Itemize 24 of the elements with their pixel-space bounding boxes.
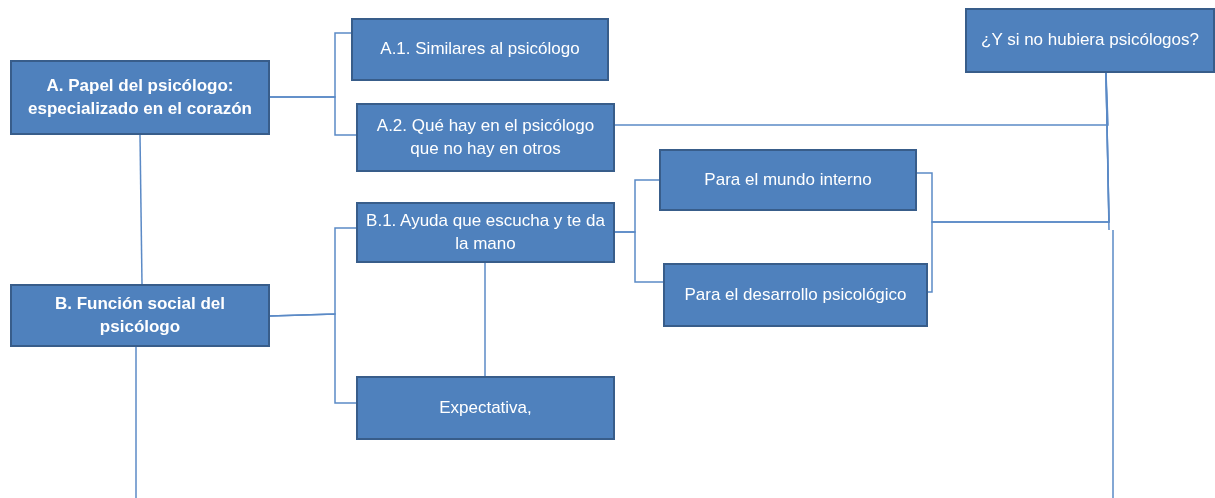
connector-line bbox=[269, 313, 357, 404]
connector-line bbox=[484, 262, 486, 377]
connector-line bbox=[614, 231, 664, 283]
topic-box bbox=[356, 103, 615, 172]
topic-box bbox=[663, 263, 928, 327]
topic-box bbox=[351, 18, 609, 81]
topic-text: B.1. Ayuda que escucha y te da la mano bbox=[366, 210, 605, 255]
topic-text: Para el mundo interno bbox=[704, 168, 872, 191]
topic-text: Expectativa, bbox=[439, 396, 532, 419]
connector-line bbox=[269, 96, 357, 136]
topic-box bbox=[659, 149, 917, 211]
topic-box bbox=[10, 60, 270, 135]
topic-text: Para el desarrollo psicológico bbox=[684, 283, 907, 306]
topic-text: A.2. Qué hay en el psicólogo que no hay en otros bbox=[375, 115, 596, 160]
topic-text: A. Papel del psicólogo: especializado en el corazón bbox=[27, 75, 253, 120]
connector-line bbox=[135, 346, 137, 498]
topic-box bbox=[965, 8, 1215, 73]
topic-text: A.1. Similares al psicólogo bbox=[380, 38, 580, 61]
connector-line bbox=[139, 134, 143, 285]
topic-text: B. Función social del psicólogo bbox=[54, 293, 226, 338]
topic-text: ¿Y si no hubiera psicólogos? bbox=[981, 29, 1199, 52]
topic-box bbox=[10, 284, 270, 347]
topic-box bbox=[356, 202, 615, 263]
topic-box bbox=[356, 376, 615, 440]
